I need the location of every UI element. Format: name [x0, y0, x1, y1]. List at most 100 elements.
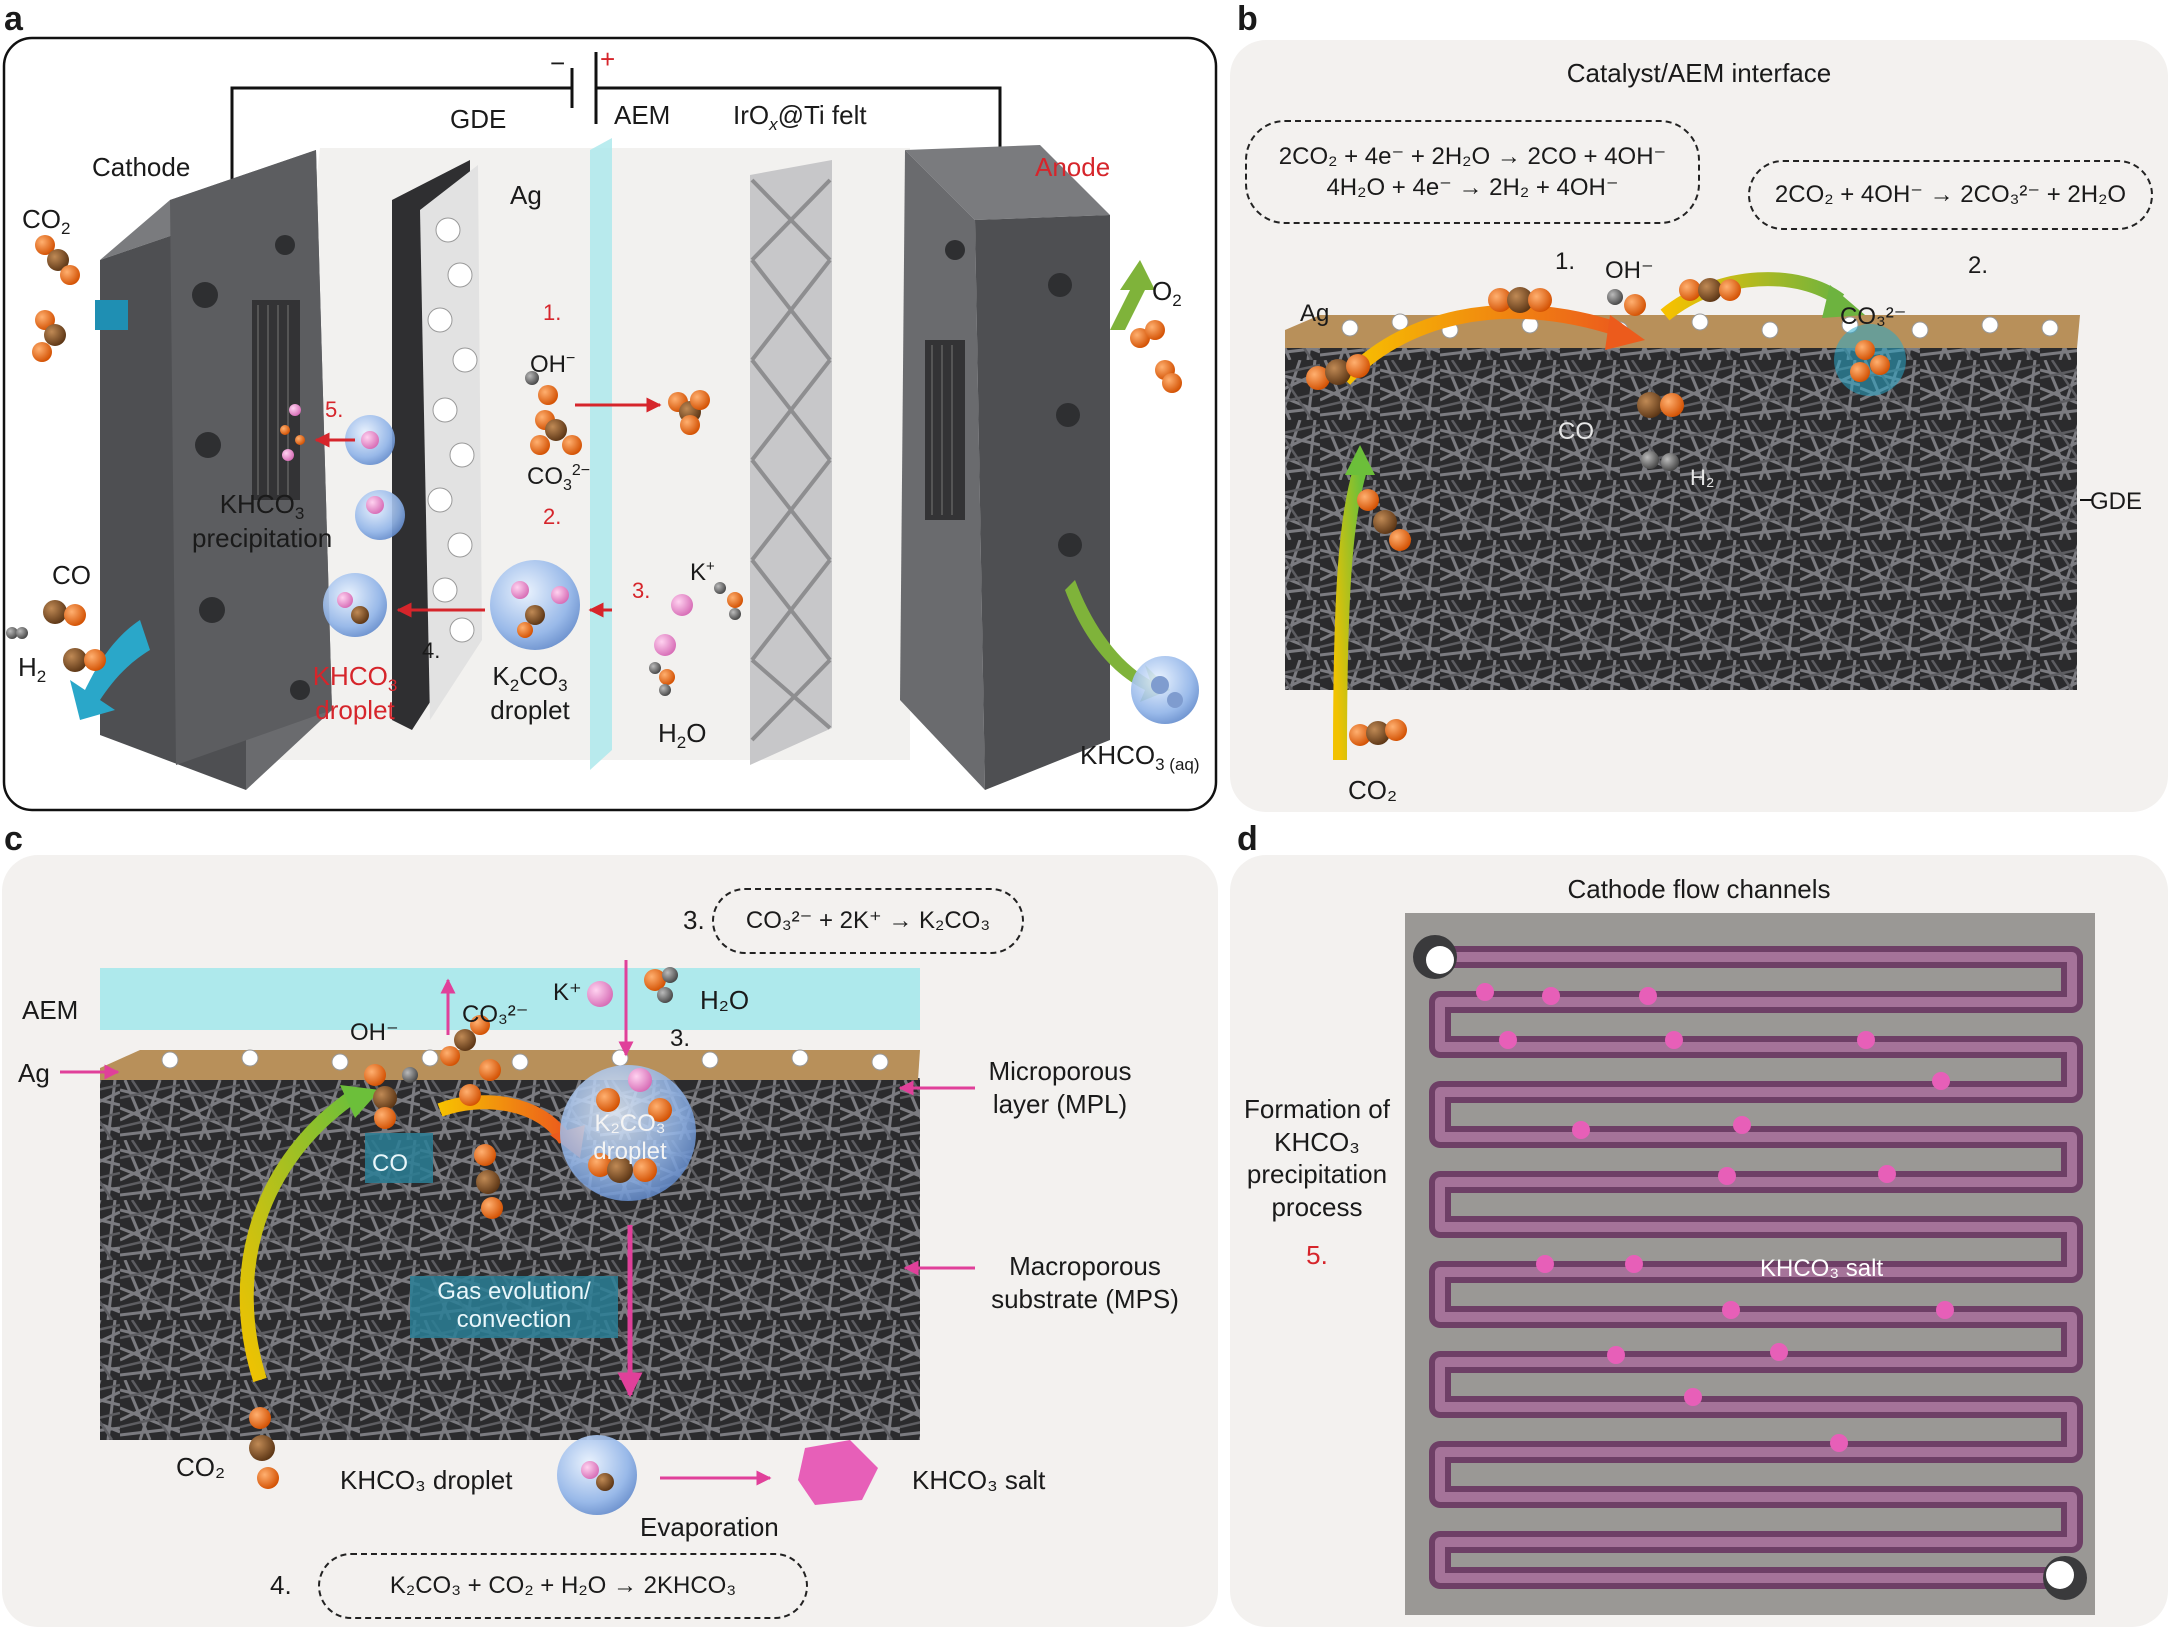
step-2-label-b: 2. — [1968, 252, 1989, 279]
panel-c-graphics — [2, 855, 1218, 1627]
salt-deposits-d — [1476, 983, 1954, 1452]
cathode-label: Cathode — [92, 152, 191, 182]
anode-plate — [900, 145, 1110, 790]
panel-label-d: d — [1237, 820, 1258, 858]
gde-label: GDE — [450, 104, 507, 134]
h2o-label-c: H₂O — [700, 985, 750, 1015]
step-5-label-a: 5. — [325, 397, 344, 422]
aem-label-a: AEM — [614, 100, 671, 130]
co2-molecules-inlet — [32, 235, 80, 362]
gas-evolution-label: Gas evolution/convection — [437, 1278, 591, 1333]
oh-label-a: OH− — [530, 350, 576, 378]
ag-label-a: Ag — [510, 180, 542, 210]
o2-label: O2 — [1152, 276, 1182, 311]
co2-label-b: CO₂ — [1348, 775, 1398, 805]
co2-inlet-arrow — [95, 300, 128, 330]
step-2-label-a: 2. — [543, 504, 562, 529]
khco3-aq-drop — [1131, 656, 1199, 724]
equation-carbonate-formation: 2CO₂ + 4OH⁻ → 2CO₃²⁻ + 2H₂O — [1774, 181, 2127, 209]
step-1-label-b: 1. — [1555, 248, 1576, 275]
h2-label-b: H₂ — [1690, 465, 1715, 490]
co3-label-a: CO32− — [527, 462, 591, 494]
khco3-salt-c — [798, 1440, 878, 1505]
co-label-a: CO — [52, 560, 91, 590]
product-outlet-arrow — [70, 620, 150, 720]
k-h2o-molecules — [649, 582, 743, 696]
equation-4-number: 4. — [270, 1570, 292, 1600]
khco3-salt-label-c: KHCO₃ salt — [912, 1465, 1046, 1495]
panel-label-b: b — [1237, 0, 1258, 38]
cathode-plate — [100, 150, 332, 790]
panel-b-graphics — [1230, 40, 2168, 812]
step-5-label-d: 5. — [1306, 1240, 1328, 1270]
molecules-b — [1306, 278, 1890, 746]
kplus-label-a: K+ — [690, 558, 715, 586]
ag-label-c: Ag — [18, 1058, 50, 1088]
o2-outlet-arrow — [1110, 260, 1155, 330]
step-4-label-a: 4. — [422, 638, 441, 663]
evaporation-label: Evaporation — [640, 1512, 779, 1542]
equation-her: 4H₂O + 4e⁻ → 2H₂ + 4OH⁻ — [1326, 174, 1619, 201]
co2-label-c: CO₂ — [176, 1452, 226, 1482]
gde-layer — [392, 160, 482, 730]
aem-membrane-c — [100, 968, 920, 1030]
equation-k2co3-formation: CO₃²⁻ + 2K⁺ → K₂CO₃ — [745, 907, 991, 935]
battery-plus-sign: + — [600, 44, 616, 74]
co3-cluster — [1834, 324, 1906, 396]
circuit-wire-left — [230, 86, 572, 205]
gde-fiber-block-c — [100, 1078, 920, 1440]
step-1-label-a: 1. — [543, 300, 562, 325]
irox-ti-felt — [750, 160, 832, 765]
molecules-c — [249, 967, 678, 1489]
co2-diffusion-arrow-b — [1333, 467, 1367, 761]
equation-co2-reduction: 2CO₂ + 4e⁻ + 2H₂O → 2CO + 4OH⁻ — [1278, 142, 1667, 170]
droplets-a — [280, 404, 580, 650]
co3-label-b: CO₃²⁻ — [1840, 303, 1907, 330]
oh-label-c: OH⁻ — [350, 1019, 399, 1046]
gas-evolution-box — [410, 1276, 618, 1338]
oh-label-b: OH⁻ — [1605, 257, 1654, 284]
anode-label: Anode — [1035, 152, 1111, 182]
co-h2-molecules — [6, 600, 106, 672]
ag-particles-b — [1341, 313, 2059, 339]
khco3-droplet-label-c: KHCO₃ droplet — [340, 1465, 513, 1495]
gde-label-b: GDE — [2090, 488, 2143, 515]
battery-minus-sign: − — [550, 48, 566, 78]
co2-label-a: CO2 — [22, 204, 71, 239]
reaction-arrow-2 — [1660, 272, 1845, 321]
oh-co3-molecules — [525, 371, 710, 455]
aem-membrane — [590, 138, 612, 770]
co3-label-c: CO₃²⁻ — [462, 1001, 529, 1028]
equation-box-3: CO₃²⁻ + 2K⁺ → K₂CO₃ — [712, 888, 1024, 954]
panel-a-graphics — [2, 36, 1218, 812]
khco3-aq-label: KHCO3 (aq) — [1080, 740, 1200, 775]
co-label-c: CO — [372, 1150, 408, 1177]
co-label-box-c — [365, 1133, 433, 1183]
o2-molecules — [1130, 320, 1182, 393]
co-label-b: CO — [1558, 418, 1594, 445]
kplus-label-c: K⁺ — [553, 979, 582, 1006]
h2-label-a: H2 — [18, 652, 47, 687]
step-3-label-a: 3. — [632, 578, 651, 603]
aem-label-c: AEM — [22, 995, 79, 1025]
co2-diffusion-arrow-c — [239, 1089, 359, 1383]
h2o-label-a: H2O — [658, 718, 707, 753]
equation-3-number: 3. — [683, 905, 705, 935]
equation-box-4: K₂CO₃ + CO₂ + H₂O → 2KHCO₃ — [318, 1553, 808, 1619]
equation-khco3-formation: K₂CO₃ + CO₂ + H₂O → 2KHCO₃ — [389, 1572, 737, 1600]
panel-b-title: Catalyst/AEM interface — [1566, 58, 1832, 88]
step-3-label-c: 3. — [670, 1025, 691, 1052]
equation-box-1-b: 2CO₂ + 4e⁻ + 2H₂O → 2CO + 4OH⁻ 4H₂O + 4e… — [1245, 120, 1700, 224]
ag-label-b: Ag — [1300, 300, 1330, 327]
panel-d-graphics — [1230, 855, 2168, 1627]
panel-label-c: c — [4, 820, 23, 858]
